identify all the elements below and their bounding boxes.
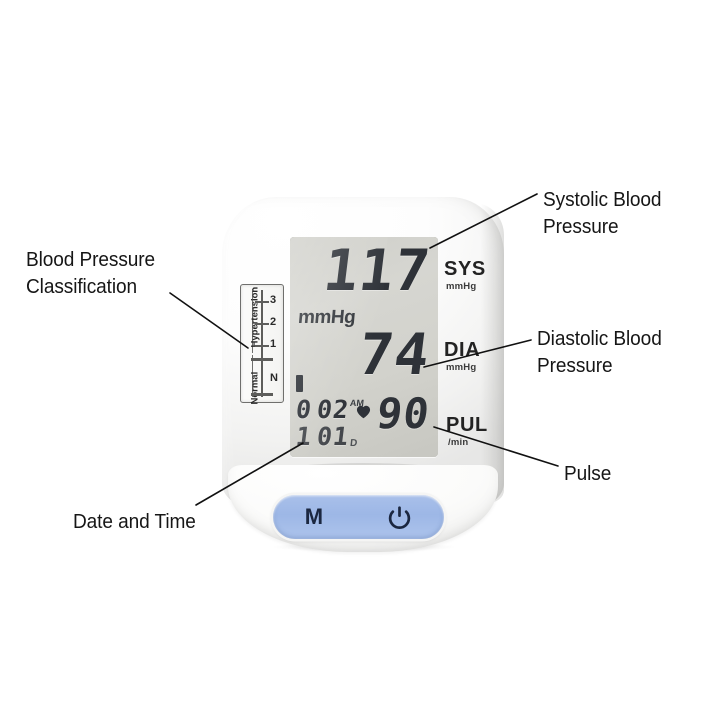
scale-tick-label-3: 3 bbox=[270, 294, 277, 306]
annotation-diastolic-blood-pressure: Diastolic Blood Pressure bbox=[537, 327, 662, 378]
classification-scale: Hypertension Normal 3 2 1 N bbox=[240, 284, 284, 405]
blood-pressure-monitor: Hypertension Normal 3 2 1 N 117 mmHg 74 … bbox=[222, 197, 504, 552]
lcd-display: 117 mmHg 74 0 02 AM 1 01 D 90 bbox=[290, 237, 438, 457]
button-bar: M bbox=[273, 495, 444, 539]
power-button[interactable] bbox=[387, 505, 412, 530]
scale-tick-2 bbox=[255, 323, 269, 325]
label-dia-text: DIA bbox=[444, 339, 481, 361]
label-sys-unit: mmHg bbox=[446, 281, 477, 292]
scale-tick-label-2: 2 bbox=[270, 316, 277, 328]
time-hour: 0 bbox=[294, 395, 314, 424]
scale-tick-label-n: N bbox=[270, 372, 278, 384]
date-suffix: D bbox=[349, 438, 358, 449]
scale-divider-upper bbox=[252, 289, 254, 353]
scale-stem bbox=[261, 290, 263, 397]
label-dia-unit: mmHg bbox=[446, 362, 477, 373]
date-month: 1 bbox=[294, 422, 314, 451]
label-pul-text: PUL bbox=[446, 414, 488, 436]
label-sys: SYS mmHg bbox=[444, 259, 486, 292]
scale-divider-lower bbox=[252, 355, 254, 397]
date-row: 1 01 D bbox=[294, 422, 358, 451]
diastolic-value: 74 bbox=[355, 322, 435, 388]
scale-tick-bottom bbox=[251, 393, 273, 396]
classification-bar-indicator bbox=[296, 375, 303, 392]
annotation-blood-pressure-classification: Blood Pressure Classification bbox=[26, 248, 156, 299]
memory-button[interactable]: M bbox=[304, 504, 324, 529]
label-pul: PUL /min bbox=[446, 415, 488, 448]
pulse-value: 90 bbox=[374, 389, 434, 438]
label-dia: DIA mmHg bbox=[444, 340, 480, 373]
scale-tick-1 bbox=[255, 345, 269, 347]
label-sys-text: SYS bbox=[444, 258, 486, 280]
lcd-face bbox=[290, 237, 438, 457]
annotation-pulse: Pulse bbox=[564, 462, 612, 485]
heart-icon bbox=[356, 405, 371, 419]
scale-label-normal: Normal bbox=[249, 371, 261, 405]
lcd-unit-mmhg: mmHg bbox=[297, 307, 357, 328]
scale-label-hypertension: Hypertension bbox=[249, 286, 261, 348]
date-day: 01 bbox=[315, 422, 351, 451]
annotation-systolic-blood-pressure: Systolic Blood Pressure bbox=[543, 188, 662, 239]
time-minute: 02 bbox=[315, 395, 351, 424]
annotation-date-and-time: Date and Time bbox=[73, 510, 196, 533]
time-row: 0 02 AM bbox=[294, 395, 364, 424]
label-pul-unit: /min bbox=[448, 437, 469, 448]
scale-tick-boundary bbox=[251, 358, 273, 361]
scale-tick-3 bbox=[255, 301, 269, 303]
systolic-value: 117 bbox=[320, 238, 435, 304]
scale-tick-label-1: 1 bbox=[270, 338, 277, 350]
